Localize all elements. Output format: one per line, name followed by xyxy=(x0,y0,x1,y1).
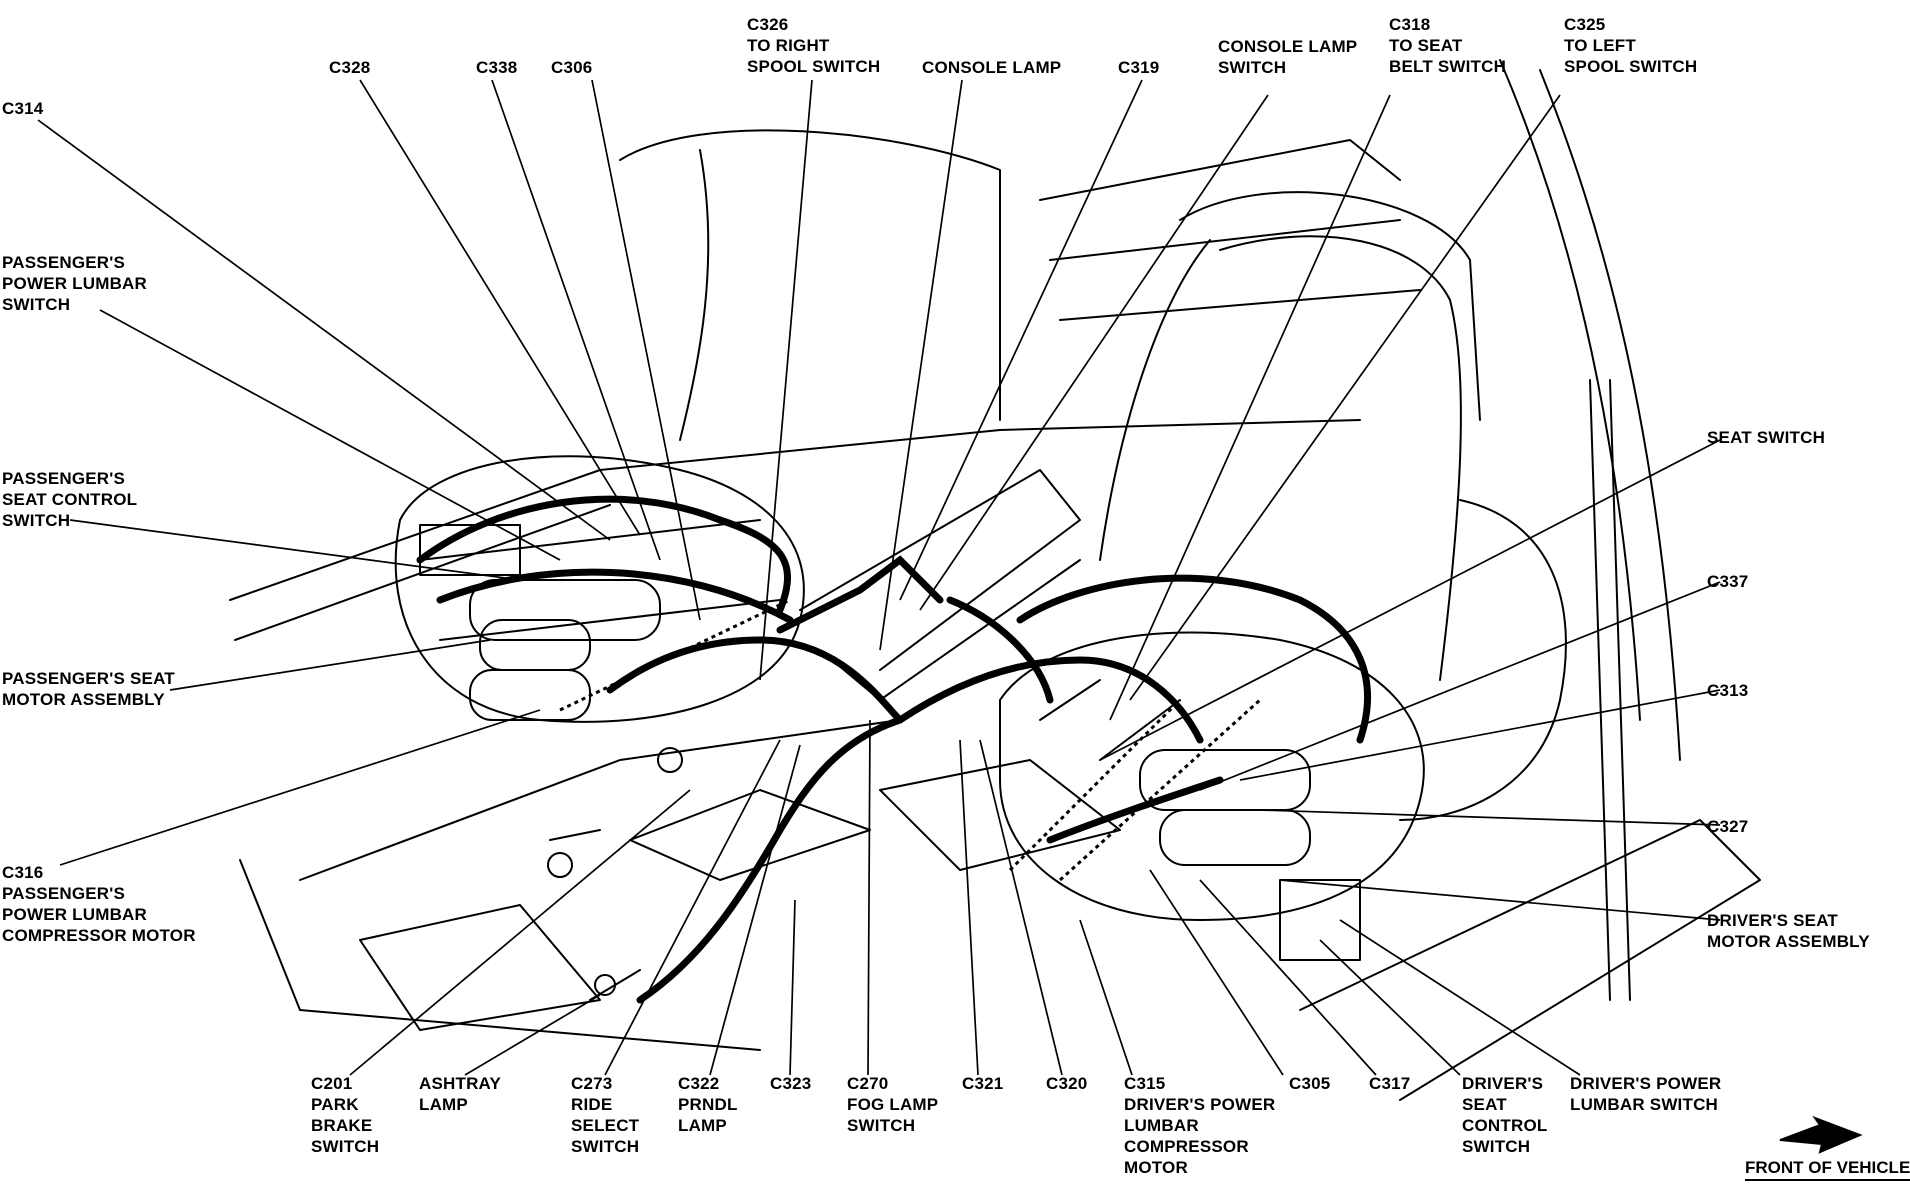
label-c270: C270 FOG LAMP SWITCH xyxy=(847,1074,939,1135)
label-c321: C321 xyxy=(962,1074,1004,1093)
arrow-icon xyxy=(1779,1115,1863,1154)
label-c337: C337 xyxy=(1707,572,1749,591)
label-c315: C315 DRIVER'S POWER LUMBAR COMPRESSOR MO… xyxy=(1124,1074,1276,1177)
label-c326: C326 TO RIGHT SPOOL SWITCH xyxy=(747,15,881,76)
leader-lines xyxy=(37,79,1721,1076)
label-c319: C319 xyxy=(1118,58,1160,77)
label-c320: C320 xyxy=(1046,1074,1088,1093)
label-console-lamp-switch: CONSOLE LAMP SWITCH xyxy=(1218,37,1358,77)
label-c306: C306 xyxy=(551,58,593,77)
label-seat-switch: SEAT SWITCH xyxy=(1707,428,1826,447)
label-c316: C316 PASSENGER'S POWER LUMBAR COMPRESSOR… xyxy=(2,863,196,945)
label-c273: C273 RIDE SELECT SWITCH xyxy=(571,1074,640,1156)
label-c314: C314 xyxy=(2,99,44,118)
label-console-lamp: CONSOLE LAMP xyxy=(922,58,1062,77)
label-driver-seat-control-switch: DRIVER'S SEAT CONTROL SWITCH xyxy=(1462,1074,1548,1156)
label-c318: C318 TO SEAT BELT SWITCH xyxy=(1389,15,1507,76)
label-c328: C328 xyxy=(329,58,371,77)
label-driver-seat-motor-assembly: DRIVER'S SEAT MOTOR ASSEMBLY xyxy=(1707,911,1870,951)
label-c313: C313 xyxy=(1707,681,1749,700)
label-passenger-power-lumbar-switch: PASSENGER'S POWER LUMBAR SWITCH xyxy=(2,253,147,314)
label-c338: C338 xyxy=(476,58,518,77)
label-c325: C325 TO LEFT SPOOL SWITCH xyxy=(1564,15,1698,76)
label-c322: C322 PRNDL LAMP xyxy=(678,1074,738,1135)
label-c323: C323 xyxy=(770,1074,812,1093)
label-c317: C317 xyxy=(1369,1074,1411,1093)
label-c305: C305 xyxy=(1289,1074,1331,1093)
label-passenger-seat-motor-assembly: PASSENGER'S SEAT MOTOR ASSEMBLY xyxy=(2,669,175,709)
label-c327: C327 xyxy=(1707,817,1749,836)
label-passenger-seat-control-switch: PASSENGER'S SEAT CONTROL SWITCH xyxy=(2,469,138,530)
label-driver-power-lumbar-switch: DRIVER'S POWER LUMBAR SWITCH xyxy=(1570,1074,1722,1114)
label-ashtray-lamp: ASHTRAY LAMP xyxy=(419,1074,502,1114)
label-c201: C201 PARK BRAKE SWITCH xyxy=(311,1074,380,1156)
front-of-vehicle-caption: FRONT OF VEHICLE xyxy=(1745,1158,1910,1181)
